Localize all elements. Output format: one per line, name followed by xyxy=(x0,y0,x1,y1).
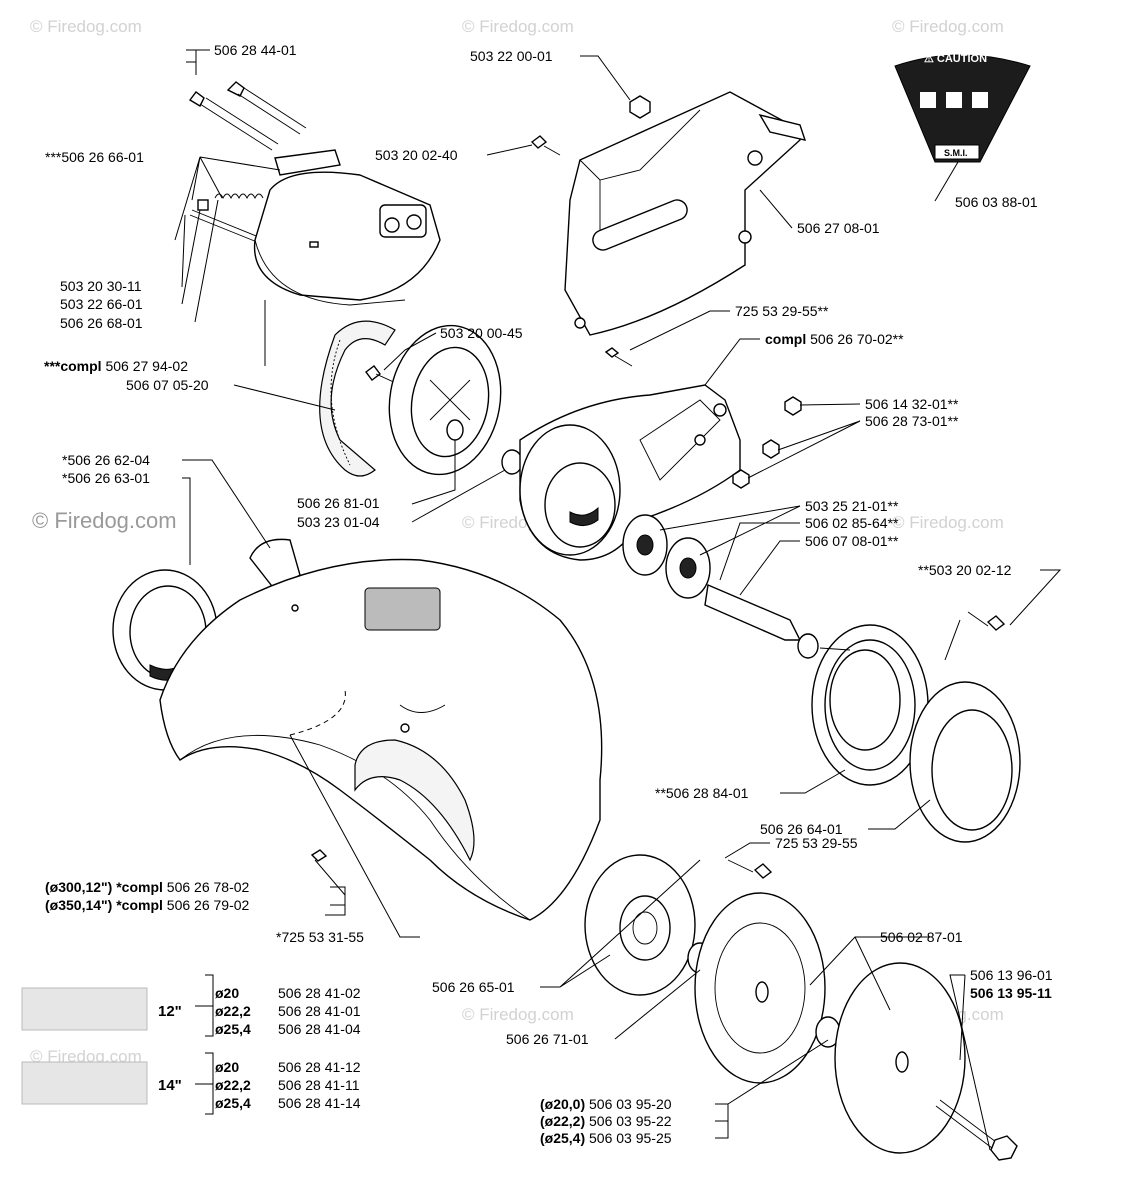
part-label: ***compl 506 27 94-02 xyxy=(44,358,188,374)
part-label: (ø25,4) 506 03 95-25 xyxy=(540,1130,672,1146)
label-number: 506 03 95-22 xyxy=(585,1113,672,1129)
leader-lines xyxy=(174,49,1062,1151)
part-label: *725 53 31-55 xyxy=(276,929,364,945)
drive-housing xyxy=(519,347,1021,843)
blade-size: 12" xyxy=(158,1003,182,1020)
blade-guard xyxy=(112,538,603,921)
part-label: 506 14 32-01** xyxy=(865,396,959,412)
watermark: © Firedog.com xyxy=(892,513,1004,532)
blade-part-number: 506 28 41-11 xyxy=(278,1077,360,1093)
part-label: (ø20,0) 506 03 95-20 xyxy=(540,1096,672,1112)
label-bold-prefix: (ø350,14") *compl xyxy=(45,897,163,913)
arbor-diameter: ø25,4 xyxy=(215,1021,251,1037)
part-label: 503 20 00-45 xyxy=(440,325,523,341)
part-label: *506 26 63-01 xyxy=(62,470,150,486)
watermark: © Firedog.com xyxy=(30,1047,142,1066)
part-label: 506 07 05-20 xyxy=(126,377,209,393)
cutting-arm xyxy=(530,91,807,336)
part-label: 503 20 30-11 xyxy=(60,278,142,294)
part-label: 506 26 71-01 xyxy=(506,1031,589,1047)
part-label: ***506 26 66-01 xyxy=(45,149,144,165)
part-label: 506 28 73-01** xyxy=(865,413,959,429)
watermark: © Firedog.com xyxy=(462,17,574,36)
arbor-diameter: ø22,2 xyxy=(215,1077,251,1093)
blade-size-table: 12" ø20 506 28 41-02 ø22,2 506 28 41-01 … xyxy=(21,974,361,1115)
label-bold-prefix: compl xyxy=(765,331,806,347)
part-label: **503 20 02-12 xyxy=(918,562,1012,578)
label-number: 506 03 95-25 xyxy=(585,1130,672,1146)
part-label: (ø300,12") *compl 506 26 78-02 xyxy=(45,879,250,895)
part-label: *506 26 62-04 xyxy=(62,452,150,468)
watermark: © Firedog.com xyxy=(32,508,177,533)
label-bold-prefix: (ø20,0) xyxy=(540,1096,585,1112)
part-label: **506 28 84-01 xyxy=(655,785,749,801)
blade-part-number: 506 28 41-14 xyxy=(278,1095,361,1111)
part-label: 506 13 96-01 xyxy=(970,967,1053,983)
part-label: 506 13 95-11 xyxy=(970,985,1052,1001)
part-label: 506 02 85-64** xyxy=(805,515,899,531)
label-bold-prefix: (ø300,12") *compl xyxy=(45,879,163,895)
part-label: 503 22 66-01 xyxy=(60,296,143,312)
part-labels: 506 28 44-01 ***506 26 66-01 503 20 30-1… xyxy=(44,42,1053,1146)
part-label: 503 23 01-04 xyxy=(297,514,380,530)
watermark: © Firedog.com xyxy=(30,17,142,36)
blade-label-thumbnail xyxy=(21,1061,148,1105)
arbor-diameter: ø20 xyxy=(215,985,239,1001)
part-label: compl 506 26 70-02** xyxy=(765,331,904,347)
part-label: (ø22,2) 506 03 95-22 xyxy=(540,1113,672,1129)
part-label: 503 20 02-40 xyxy=(375,147,458,163)
arbor-diameter: ø22,2 xyxy=(215,1003,251,1019)
watermark: © Firedog.com xyxy=(892,17,1004,36)
label-number: 506 26 79-02 xyxy=(163,897,250,913)
label-number: 506 03 95-20 xyxy=(585,1096,672,1112)
blade-part-number: 506 28 41-12 xyxy=(278,1059,361,1075)
part-label: 503 25 21-01** xyxy=(805,498,899,514)
part-label: 506 07 08-01** xyxy=(805,533,899,549)
label-number: 506 26 70-02** xyxy=(806,331,904,347)
part-label: 725 53 29-55** xyxy=(735,303,829,319)
arbor-diameter: ø20 xyxy=(215,1059,239,1075)
caution-decal: ⚠ CAUTION S.M.I. xyxy=(894,53,1031,202)
part-label: (ø350,14") *compl 506 26 79-02 xyxy=(45,897,250,913)
belt-guard-assembly xyxy=(188,81,523,477)
part-label: 506 26 81-01 xyxy=(297,495,380,511)
blade-label-thumbnail xyxy=(21,987,148,1031)
caution-title: ⚠ CAUTION xyxy=(924,53,987,65)
part-label: 506 26 68-01 xyxy=(60,315,143,331)
part-label: 725 53 29-55 xyxy=(775,835,858,851)
caution-maker: S.M.I. xyxy=(944,148,968,158)
blade-part-number: 506 28 41-02 xyxy=(278,985,361,1001)
part-label: 506 27 08-01 xyxy=(797,220,880,236)
label-number: 506 27 94-02 xyxy=(102,358,189,374)
watermark: © Firedog.com xyxy=(462,1005,574,1024)
part-label: 506 26 64-01 xyxy=(760,821,843,837)
arbor-diameter: ø25,4 xyxy=(215,1095,251,1111)
label-bold-prefix: (ø22,2) xyxy=(540,1113,585,1129)
blade-size: 14" xyxy=(158,1077,182,1094)
label-number: 506 26 78-02 xyxy=(163,879,250,895)
part-label: 506 02 87-01 xyxy=(880,929,963,945)
part-label: 506 26 65-01 xyxy=(432,979,515,995)
label-bold-prefix: ***compl xyxy=(44,358,102,374)
label-bold-prefix: (ø25,4) xyxy=(540,1130,585,1146)
blade-part-number: 506 28 41-04 xyxy=(278,1021,361,1037)
part-label: 506 03 88-01 xyxy=(955,194,1038,210)
part-label: 503 22 00-01 xyxy=(470,48,553,64)
part-label: 506 28 44-01 xyxy=(214,42,297,58)
blade-part-number: 506 28 41-01 xyxy=(278,1003,361,1019)
